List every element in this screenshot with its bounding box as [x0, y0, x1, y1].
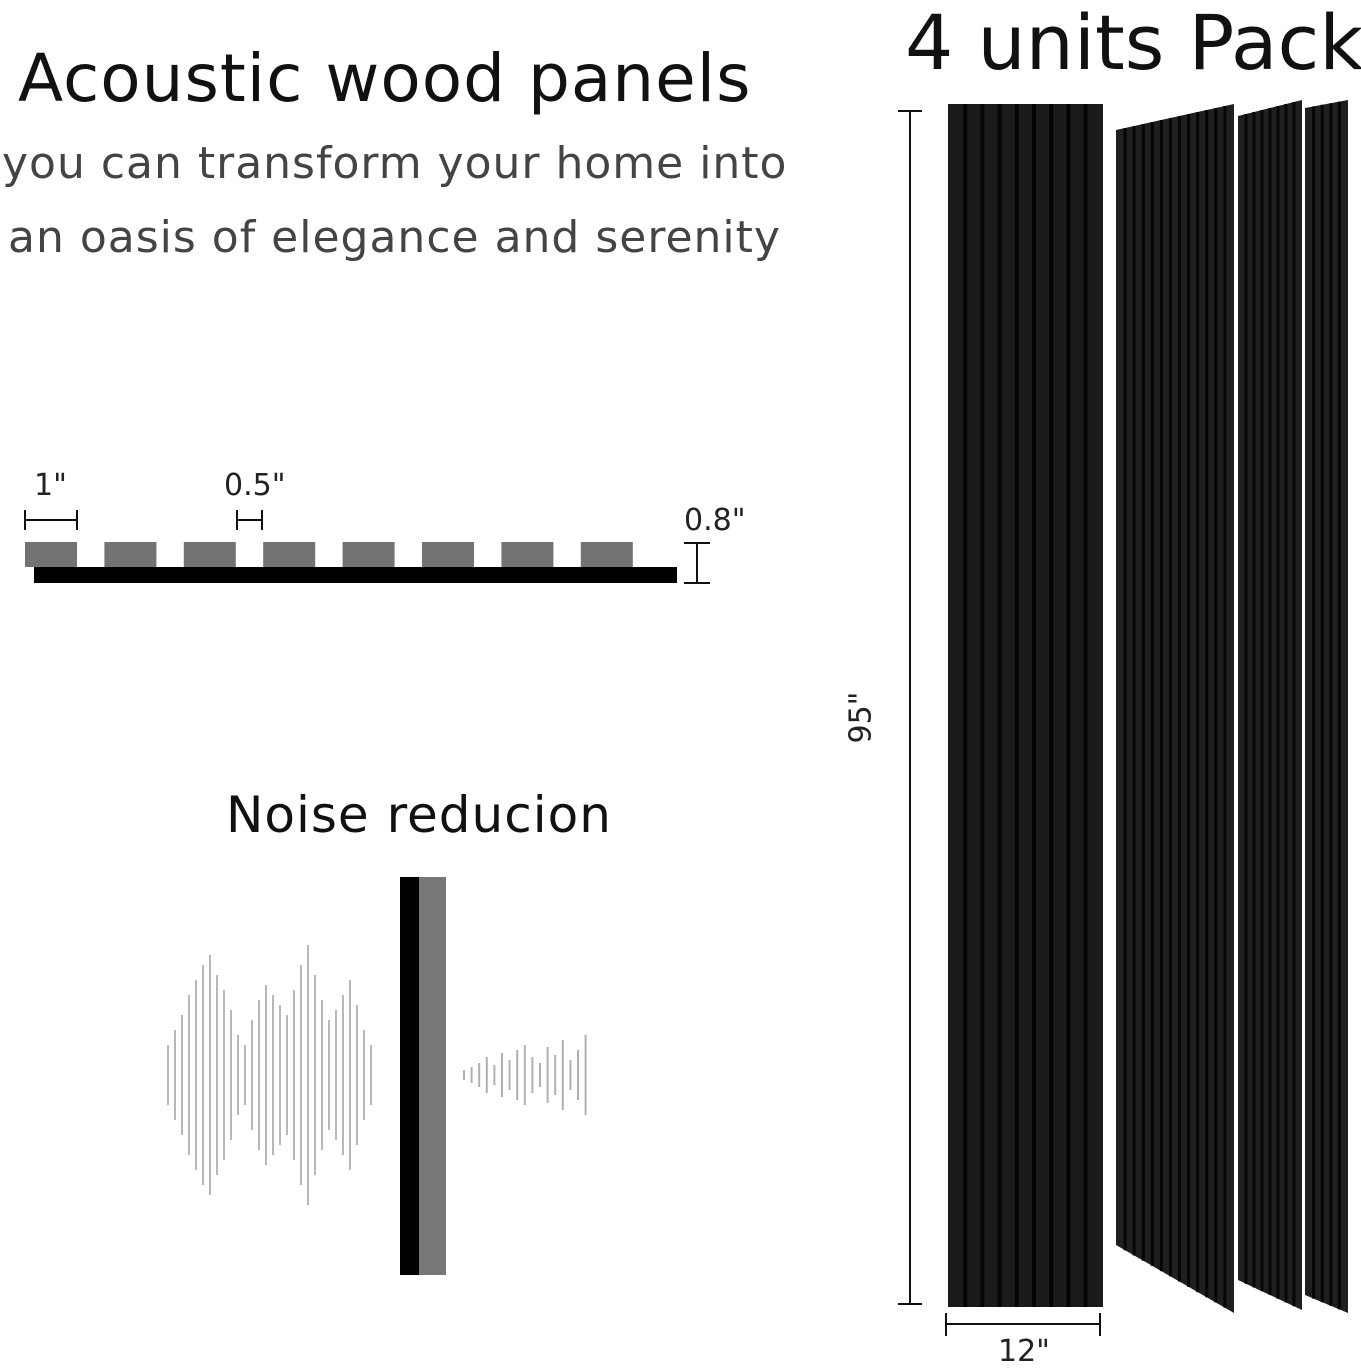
profile-slat [25, 542, 77, 567]
noise-reduction-illustration [167, 877, 587, 1275]
thickness-marker [684, 542, 710, 584]
gap-width-marker [236, 510, 263, 530]
slat-width-marker [24, 510, 78, 530]
noise-section-title: Noise reducion [226, 786, 612, 844]
profile-slat [183, 542, 236, 567]
profile-diagram [24, 510, 710, 584]
panel-groove [997, 104, 1002, 1307]
slat-width-label: 1" [34, 468, 67, 503]
profile-slat [263, 542, 316, 567]
angled-panel-1 [1116, 104, 1234, 1313]
panel-groove [1049, 104, 1054, 1307]
panel-backing [34, 567, 677, 583]
panel-edge-backing [400, 877, 419, 1275]
profile-slat [580, 542, 633, 567]
reduced-sound-wave [463, 1035, 587, 1115]
profile-slat [422, 542, 474, 567]
height-label: 95" [843, 691, 879, 744]
height-dimension-line [898, 110, 922, 1305]
panel-edge-slat [419, 877, 446, 1275]
tagline-line-2: an oasis of elegance and serenity [8, 212, 781, 263]
profile-slat [104, 542, 157, 567]
incoming-sound-wave [167, 945, 372, 1205]
panel-groove [1083, 104, 1088, 1307]
panel-groove [1014, 104, 1019, 1307]
width-label: 12" [998, 1334, 1050, 1369]
front-panel [948, 104, 1103, 1307]
panel-groove [980, 104, 985, 1307]
panel-groove [1066, 104, 1071, 1307]
angled-panel-3 [1305, 100, 1348, 1313]
thickness-label: 0.8" [684, 503, 746, 538]
page-title: Acoustic wood panels [18, 40, 752, 117]
pack-label: 4 units Pack [905, 0, 1361, 87]
angled-panel-2 [1238, 100, 1302, 1310]
profile-slat [342, 542, 395, 567]
profile-slat [501, 542, 554, 567]
panel-groove [1032, 104, 1036, 1307]
width-dimension-line [945, 1313, 1101, 1336]
tagline-line-1: you can transform your home into [2, 138, 788, 189]
gap-width-label: 0.5" [224, 468, 286, 503]
panel-groove [963, 104, 968, 1307]
